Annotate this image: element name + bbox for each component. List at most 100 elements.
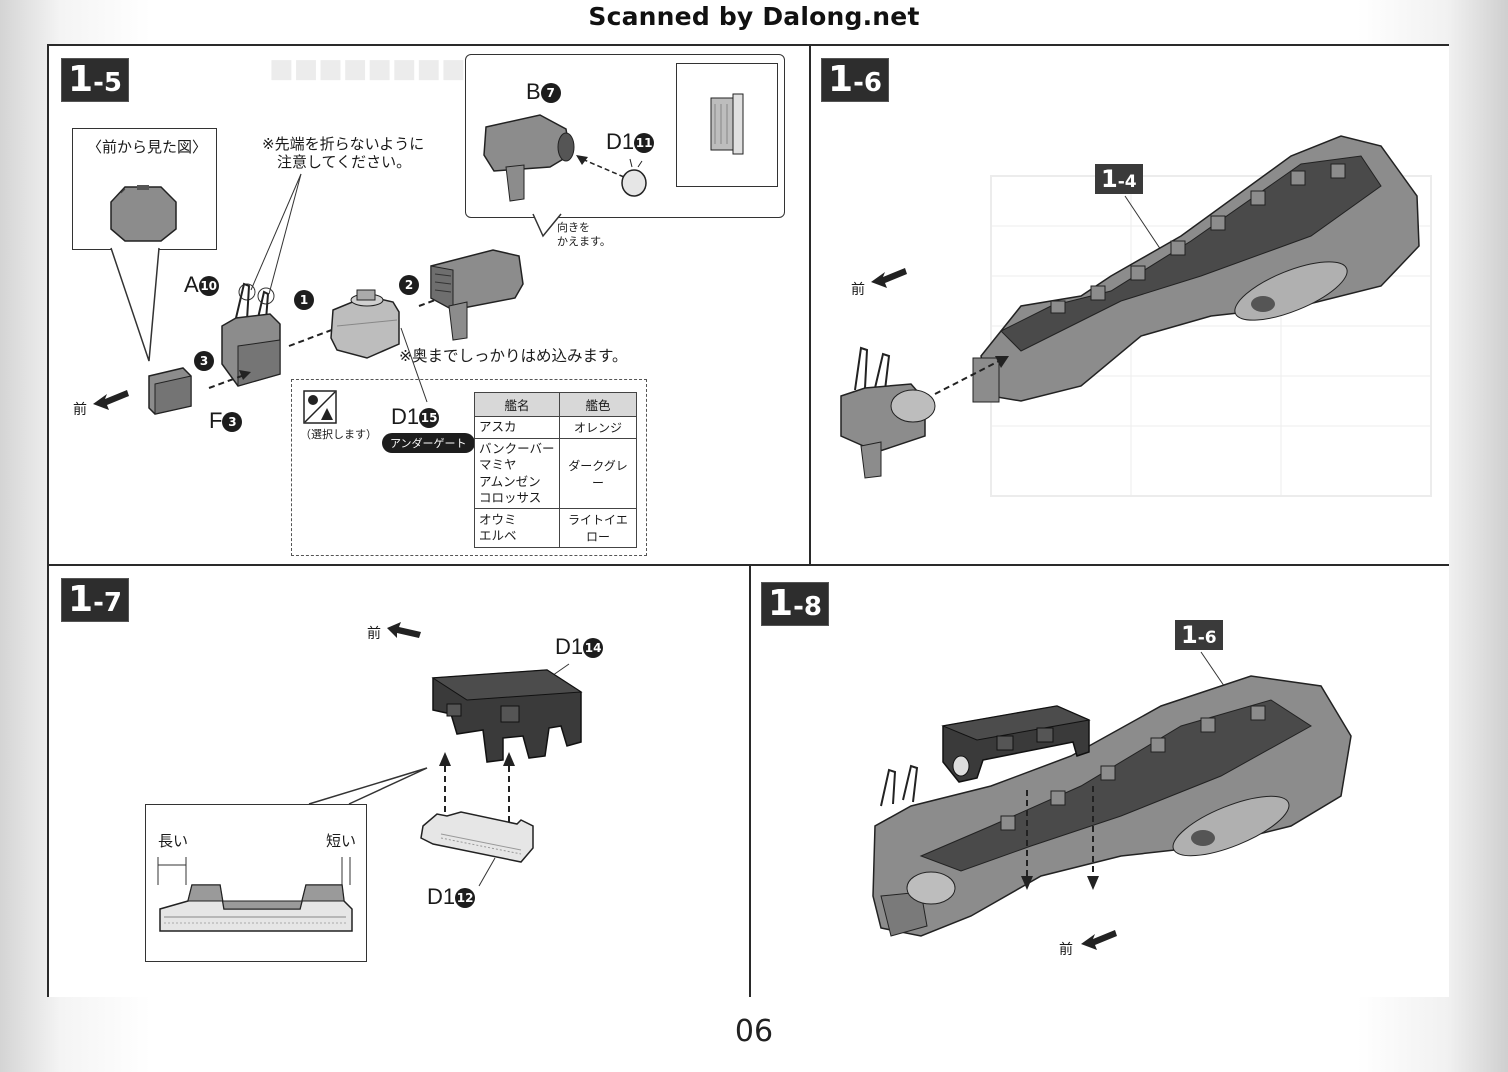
insert-arrow-1-6 bbox=[934, 356, 1009, 395]
part-number-b: 7 bbox=[540, 83, 561, 104]
part-a-horns bbox=[221, 282, 281, 387]
instruction-sheet: ■■■■■■■■■■ 1-5 〈前から見た図〉 ※先端を折らないように 注意して… bbox=[47, 44, 1449, 997]
table-row: バンクーバー マミヤ アムンゼン コロッサス ダークグレー bbox=[474, 438, 637, 509]
part-number-d1-lower: 12 bbox=[455, 888, 476, 909]
tip-caution-note-line1: ※先端を折らないように bbox=[262, 135, 425, 153]
long-side-label: 長い bbox=[158, 832, 189, 850]
front-view-title: 〈前から見た図〉 bbox=[87, 138, 208, 156]
d1-lower-leader-line bbox=[478, 857, 496, 887]
detail-callout-pointer bbox=[308, 767, 428, 805]
undergate-badge: アンダーゲート bbox=[382, 433, 475, 453]
select-option-icon bbox=[303, 390, 337, 424]
part-d1-clear-strip bbox=[420, 811, 534, 863]
tip-caution-note-line2: 注意してください。 bbox=[277, 153, 412, 171]
reference-badge-1-6: 1-6 bbox=[1175, 620, 1223, 650]
part-number-d1-cap: 11 bbox=[634, 133, 655, 154]
reference-number-sub: -6 bbox=[1197, 628, 1217, 648]
table-header-ship: 艦名 bbox=[474, 392, 560, 417]
reference-leader-line bbox=[1124, 195, 1166, 257]
divider-bottom-vertical bbox=[749, 564, 751, 997]
orientation-note-line1: 向きを bbox=[557, 221, 590, 234]
step-badge-1-5: 1-5 bbox=[61, 58, 129, 102]
step-number-main: 1 bbox=[828, 59, 854, 100]
order-marker-2: 2 bbox=[399, 275, 419, 295]
table-header-color: 艦色 bbox=[559, 392, 637, 417]
order-marker-3: 3 bbox=[194, 351, 214, 371]
scan-credit: Scanned by Dalong.net bbox=[588, 2, 920, 31]
part-number-f: 3 bbox=[222, 412, 243, 433]
panel-step-1-6: 1-6 1-4 bbox=[811, 46, 1449, 564]
step-number-sub: -7 bbox=[93, 588, 122, 618]
hull-assembly-1-6 bbox=[872, 675, 1352, 937]
page-number: 06 bbox=[734, 1014, 774, 1049]
d1-select-leader-line bbox=[400, 327, 428, 403]
orientation-callout-pointer bbox=[532, 213, 562, 238]
table-row: オウミ エルベ ライトイエロー bbox=[474, 508, 637, 548]
table-header-row: 艦名 艦色 bbox=[474, 392, 637, 417]
part-f-block bbox=[148, 367, 192, 415]
reference-badge-1-4: 1-4 bbox=[1095, 164, 1143, 194]
table-cell-color: ダークグレー bbox=[559, 438, 637, 509]
select-option-label: （選択します） bbox=[300, 428, 377, 441]
short-side-label: 短い bbox=[326, 832, 357, 850]
step-number-sub: -8 bbox=[793, 592, 822, 622]
order-marker-1: 1 bbox=[294, 290, 314, 310]
reference-number-sub: -4 bbox=[1117, 172, 1137, 192]
step-badge-1-7: 1-7 bbox=[61, 578, 129, 622]
cap-detail-drawing bbox=[710, 93, 744, 155]
part-d1-hull-cover bbox=[431, 669, 583, 763]
step-number-sub: -5 bbox=[93, 68, 122, 98]
part-d1-cap bbox=[576, 155, 647, 197]
table-cell-color: ライトイエロー bbox=[559, 508, 637, 548]
part-d1-hull-cover-assembled bbox=[941, 705, 1091, 783]
front-view-callout-pointer bbox=[110, 247, 160, 362]
tip-caution-leader-lines bbox=[238, 173, 302, 305]
hull-assembly-1-4 bbox=[972, 135, 1420, 403]
front-direction-arrow bbox=[871, 268, 907, 288]
part-number-d1-upper: 14 bbox=[583, 638, 604, 659]
attach-arrows-1-8 bbox=[1021, 786, 1099, 890]
front-direction-arrow bbox=[387, 622, 421, 638]
table-cell-color: オレンジ bbox=[559, 416, 637, 439]
step-number-main: 1 bbox=[68, 579, 94, 620]
table-cell-ships: バンクーバー マミヤ アムンゼン コロッサス bbox=[474, 438, 560, 509]
reference-number-main: 1 bbox=[1181, 621, 1198, 649]
front-view-octagon-part bbox=[110, 185, 177, 242]
engine-nozzle-part bbox=[330, 289, 400, 359]
strip-orientation-detail: 長い 短い bbox=[145, 804, 367, 962]
step-number-sub: -6 bbox=[853, 68, 882, 98]
front-direction-label: 前 bbox=[73, 402, 87, 418]
part-b-nozzle bbox=[483, 114, 575, 202]
ship-color-table: 艦名 艦色 アスカ オレンジ バンクーバー マミヤ アムンゼン コロッサス ダー… bbox=[474, 392, 637, 548]
front-view-callout: 〈前から見た図〉 bbox=[72, 128, 217, 250]
step-badge-1-8: 1-8 bbox=[761, 582, 829, 626]
step-number-main: 1 bbox=[768, 583, 794, 624]
front-direction-arrow bbox=[1081, 930, 1117, 950]
table-row: アスカ オレンジ bbox=[474, 416, 637, 439]
nose-sub-assembly bbox=[840, 346, 936, 479]
table-cell-ships: オウミ エルベ bbox=[474, 508, 560, 548]
step-badge-1-6: 1-6 bbox=[821, 58, 889, 102]
orientation-note-line2: かえます。 bbox=[557, 235, 611, 248]
cap-detail-zoom bbox=[676, 63, 778, 187]
attach-arrows-1-7 bbox=[439, 752, 515, 822]
strip-profile-drawing bbox=[157, 857, 353, 932]
divider-top-vertical bbox=[809, 46, 811, 566]
front-direction-label: 前 bbox=[1059, 942, 1073, 958]
part-number-a: 10 bbox=[198, 276, 219, 297]
part-number-d1-select: 15 bbox=[419, 408, 440, 429]
step-number-main: 1 bbox=[68, 59, 94, 100]
selection-dashed-box bbox=[291, 379, 647, 556]
press-fit-note: ※奥までしっかりはめ込みます。 bbox=[399, 347, 628, 365]
reference-number-main: 1 bbox=[1101, 165, 1118, 193]
panel-step-1-5: ■■■■■■■■■■ 1-5 〈前から見た図〉 ※先端を折らないように 注意して… bbox=[49, 46, 809, 564]
